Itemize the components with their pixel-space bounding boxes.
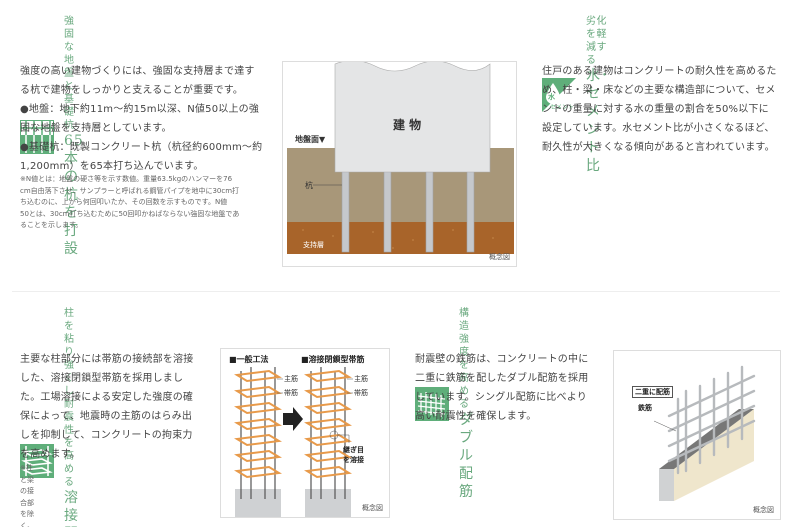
section-divider [12, 291, 780, 292]
hoop-rebar-icon [20, 444, 54, 478]
hoop-body: 主要な柱部分には帯筋の接続部を溶接 した、溶接閉鎖型帯筋を採用しまし た。工場溶… [20, 350, 215, 464]
hoop-body-line: した、溶接閉鎖型帯筋を採用しまし [20, 373, 184, 384]
hoop-heading: 柱を粘り強くし耐震性を高める 溶接閉鎖型帯筋 [20, 307, 79, 527]
piles-title: 65本の杭を打設 [64, 133, 84, 257]
cement-body-line: め、柱・梁・床などの主要な構造部について、セメ [542, 85, 776, 96]
note-line: cm自由落下させ、サンプラーと呼ばれる鋼管パイプを地中に30cm打 [20, 186, 240, 195]
cement-glyph: セメント [550, 104, 574, 111]
cement-body-line: 住戸のある建物はコンクリートの耐久性を高めるた [542, 66, 777, 77]
water-glyph: 水 [548, 93, 555, 101]
hoop-title: 溶接閉鎖型帯筋 [64, 490, 79, 527]
double-title: ダブル配筋 [459, 412, 474, 500]
double-body: 耐震壁の鉄筋は、コンクリートの中に 二重に鉄筋を配したダブル配筋を採用 していま… [415, 350, 610, 426]
double-body-line: 高い耐震性を確保します。 [415, 411, 537, 422]
pile-label: 杭 [305, 181, 313, 190]
water-cement-icon: 水 セメント [542, 78, 576, 112]
double-heading: 構造強度を高める ダブル配筋 [415, 307, 474, 501]
cement-body-line: 設定しています。水セメント比が小さくなるほど、 [542, 123, 775, 134]
general-method-label: ■一般工法 [229, 355, 269, 364]
piles-subtitle: 強固な地盤と基礎杭 [64, 16, 75, 131]
cement-heading: 水 セメント 劣化を軽減する 水･セメント比 [542, 15, 609, 175]
hoop-subtitle: 柱を粘り強くし耐震性を高める [64, 308, 75, 488]
double-rebar-diagram: 二重に配筋 鉄筋 概念図 [613, 350, 781, 520]
cement-title: 水･セメント比 [586, 68, 609, 174]
hoop-note: ※柱と梁の接合部を除く。 [20, 464, 34, 527]
welded-hoop-label: ■溶接閉鎖型帯筋 [301, 355, 365, 364]
main-bar-label: 主筋 [284, 375, 298, 383]
joint-label: 継ぎ目 [343, 446, 364, 454]
hoop-bar-label-right: 帯筋 [354, 389, 368, 397]
cement-body-line: 耐久性が大きくなる傾向があると言われています。 [542, 142, 775, 153]
double-body-line: 耐震壁の鉄筋は、コンクリートの中に [415, 354, 589, 365]
double-rebar-icon [415, 387, 449, 421]
double-body-line: しています。シングル配筋に比べより [415, 392, 587, 403]
rebar-label: 鉄筋 [638, 404, 652, 412]
piles-body-line: 1,200mm）を65本打ち込んでいます。 [20, 161, 204, 172]
piles-heading: 強固な地盤と基礎杭 65本の杭を打設 [20, 15, 84, 258]
diagram-caption: 概念図 [489, 253, 510, 261]
main-bar-label-right: 主筋 [354, 375, 368, 383]
piles-body-line: る杭で建物をしっかりと支えることが重要です。 [20, 85, 244, 96]
hoop-body-line: 主要な柱部分には帯筋の接続部を溶接 [20, 354, 194, 365]
piles-note: ※N値とは：地盤の硬さ等を示す数値。重量63.5kgのハンマーを76 cm自由落… [20, 174, 275, 232]
double-body-line: 二重に鉄筋を配したダブル配筋を採用 [415, 373, 589, 384]
hoop-body-line: た。工場溶接による安定した強度の確 [20, 392, 194, 403]
diagram-caption: 概念図 [362, 504, 383, 512]
double-arrangement-label: 二重に配筋 [632, 386, 673, 398]
cement-subtitle: 劣化を軽減する [586, 16, 607, 66]
piles-body: 強度の高い建物づくりには、強固な支持層まで達す る杭で建物をしっかりと支えること… [20, 62, 275, 176]
hoop-body-line: しを抑制して、コンクリートの拘束力 [20, 430, 193, 441]
piles-body-line: ●地盤：地下約11m～約15m以深、N値50以上の強 [20, 104, 260, 115]
weld-label: を溶接 [343, 456, 364, 464]
note-line: ることを示します。 [20, 221, 83, 229]
piles-body-line: ●基礎杭：既製コンクリート杭（杭径約600mm～約 [20, 142, 263, 153]
pile-diagram: 建 物 地盤面▼ 杭 支持層 概念図 [282, 61, 517, 267]
diagram-caption: 概念図 [753, 506, 774, 514]
building-label: 建 物 [393, 118, 422, 132]
cement-body-line: ントの重量に対する水の重量の割合を50%以下に [542, 104, 769, 115]
piles-body-line: 固な地盤を支持層としています。 [20, 123, 172, 134]
bearing-layer-label: 支持層 [303, 241, 324, 249]
hoop-body-line: 保によって、地震時の主筋のはらみ出 [20, 411, 193, 422]
note-line: ※N値とは：地盤の硬さ等を示す数値。重量63.5kgのハンマーを76 [20, 175, 233, 183]
pile-foundation-icon [20, 119, 54, 154]
note-line: 50とは、30cm打ち込むために50回叩かねばならない強固な地盤であ [20, 209, 240, 218]
note-line: ち込むのに、上から何回叩いたか、その回数を示すものです。N値 [20, 198, 228, 206]
hoop-diagram: ■一般工法 ■溶接閉鎖型帯筋 主筋 帯筋 主筋 帯筋 継ぎ目 を溶接 概念図 [220, 348, 390, 518]
double-subtitle: 構造強度を高める [459, 308, 470, 410]
ground-level-label: 地盤面▼ [295, 135, 326, 144]
hoop-body-line: を高めます。 [20, 449, 81, 460]
hoop-bar-label: 帯筋 [284, 389, 298, 397]
piles-body-line: 強度の高い建物づくりには、強固な支持層まで達す [20, 66, 255, 77]
cement-body: 住戸のある建物はコンクリートの耐久性を高めるた め、柱・梁・床などの主要な構造部… [542, 62, 792, 157]
